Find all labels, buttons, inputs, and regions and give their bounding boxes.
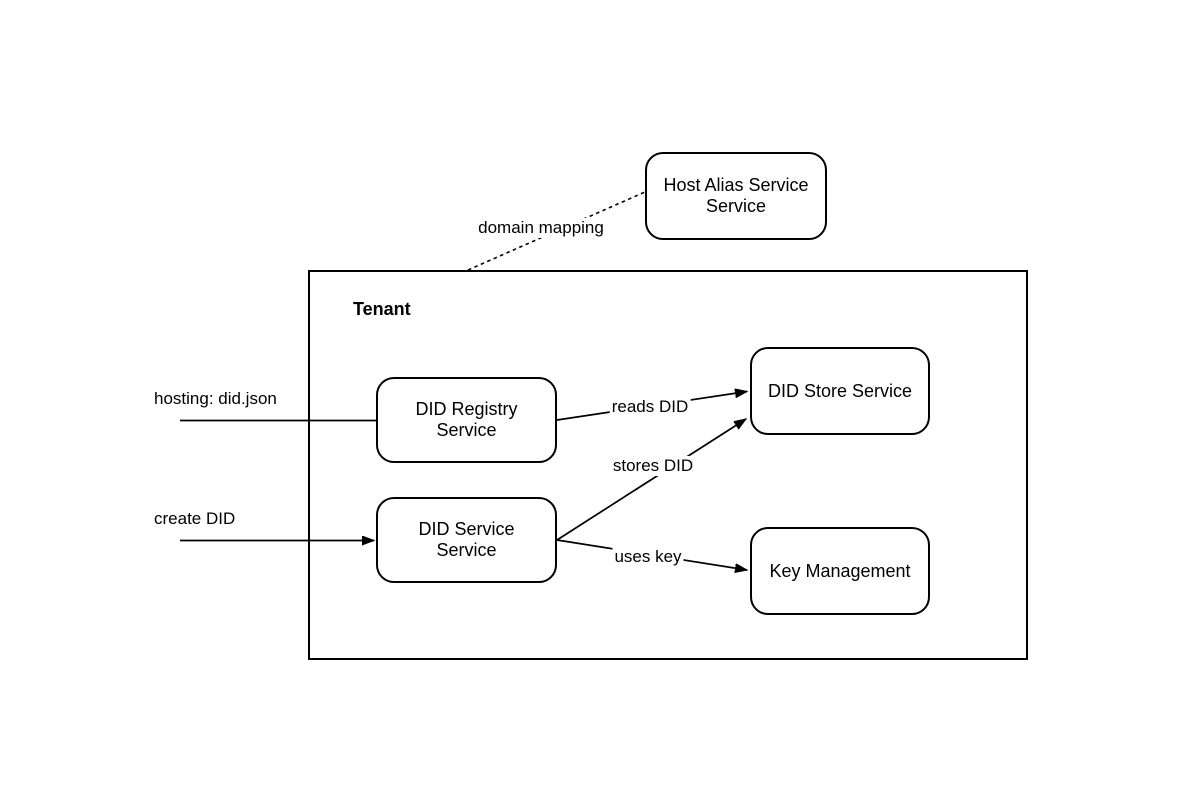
node-key-management: Key Management [750,527,930,615]
node-host-alias-service: Host Alias Service Service [645,152,827,240]
node-key-management-label: Key Management [769,560,911,581]
edge-label-uses-key: uses key [612,547,684,567]
node-did-store-service-label: DID Store Service [767,380,913,401]
edge-stores-did [556,419,746,541]
edge-label-hosting-did-json: hosting: did.json [152,389,279,409]
node-did-registry-service: DID Registry Service [376,377,557,463]
node-host-alias-service-label: Host Alias Service Service [663,175,809,216]
tenant-label: Tenant [353,299,411,319]
node-did-store-service: DID Store Service [750,347,930,435]
tenant-container [308,270,1028,660]
edge-label-create-did: create DID [152,509,238,529]
edge-domain-mapping [467,191,646,271]
node-did-service-service: DID Service Service [376,497,557,583]
edge-label-stores-did: stores DID [610,456,696,476]
node-did-service-service-label: DID Service Service [418,519,515,560]
node-did-registry-service-label: DID Registry Service [415,399,518,440]
edge-label-reads-did: reads DID [609,397,691,417]
edge-label-domain-mapping: domain mapping [476,218,606,238]
